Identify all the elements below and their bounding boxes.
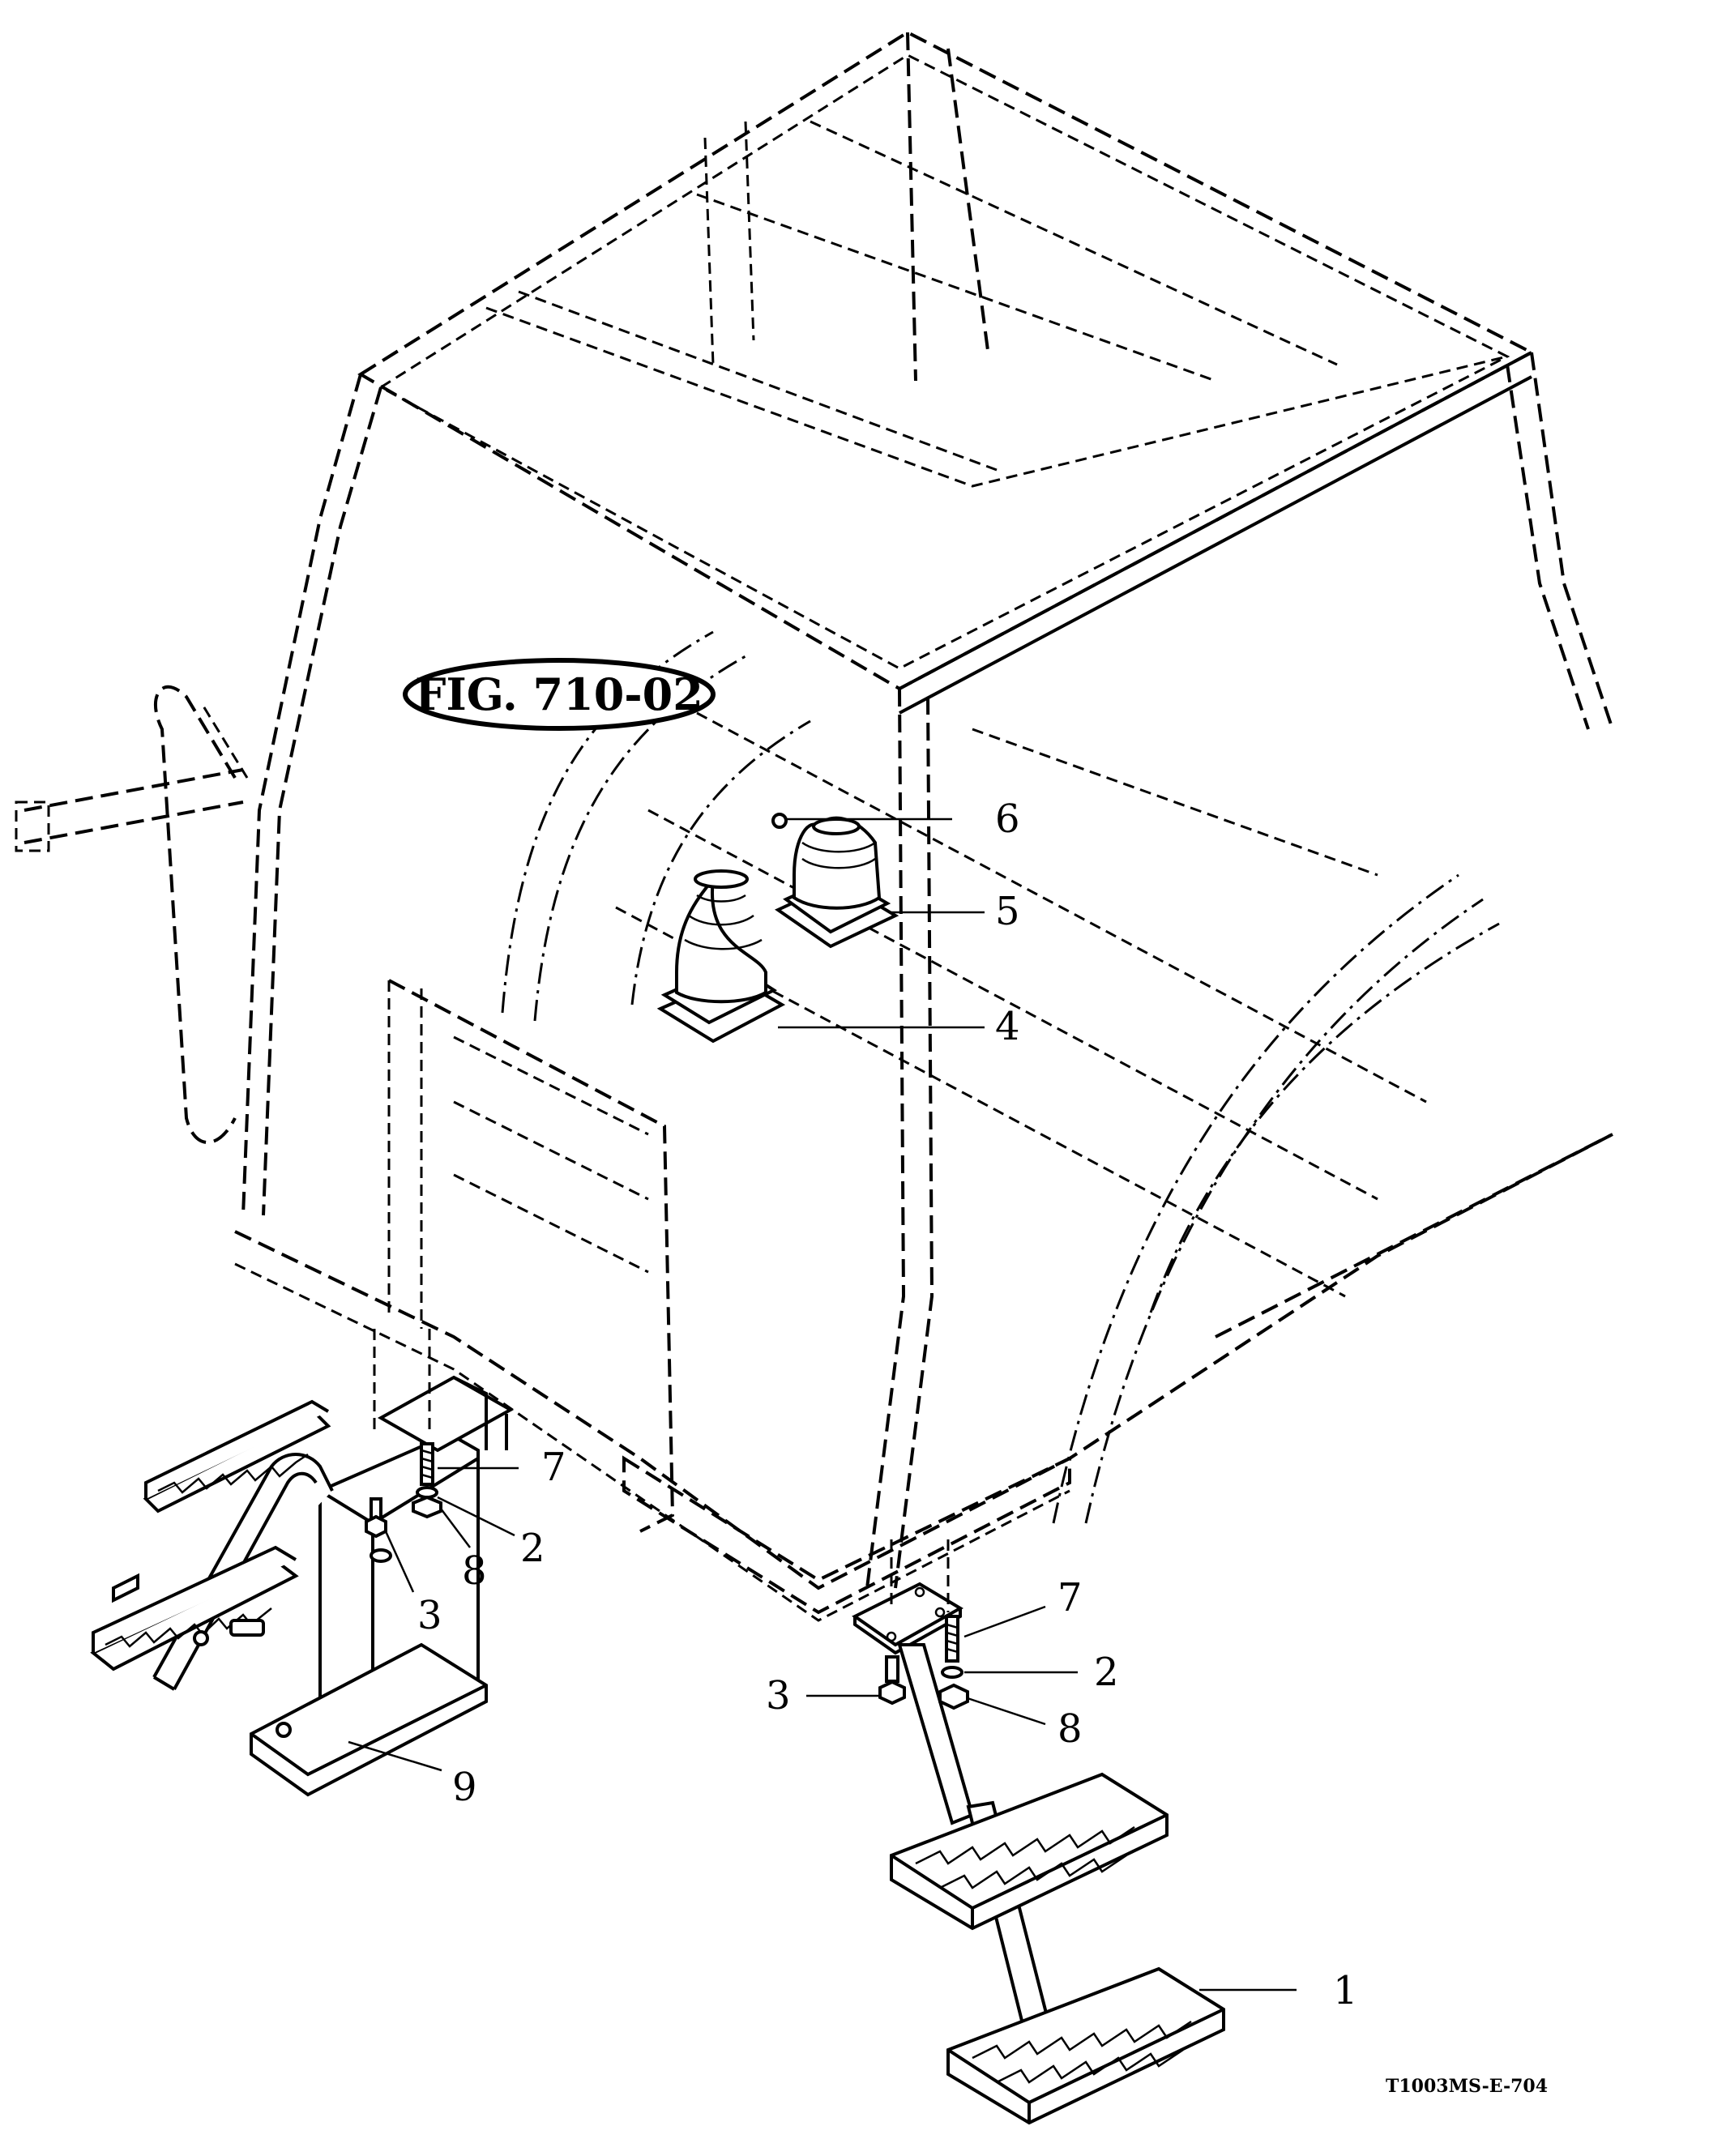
rubber-isolator-mount-4 [656, 869, 786, 1044]
callout-3-left: 3 [417, 1593, 442, 1638]
callout-2-right: 2 [1094, 1650, 1119, 1695]
callout-6: 6 [995, 796, 1020, 842]
drawing-code: T1003MS-E-704 [1386, 2076, 1548, 2097]
nut-8-left [412, 1495, 442, 1519]
fastener-bolt-7-right [945, 1615, 959, 1663]
fastener-bolt-7-left [420, 1442, 434, 1486]
callout-9: 9 [452, 1765, 477, 1810]
callout-5: 5 [995, 889, 1020, 934]
callout-1: 1 [1333, 1968, 1358, 2013]
rubber-isolator-mount-5 [774, 816, 899, 949]
callout-7-left: 7 [541, 1445, 566, 1490]
callout-3-right: 3 [766, 1673, 791, 1718]
bolt-6 [771, 813, 788, 829]
figure-reference-badge: FIG. 710-02 [403, 658, 716, 731]
right-step-assembly-1 [852, 1582, 1225, 2125]
callout-2-left: 2 [520, 1526, 545, 1571]
callout-7-right: 7 [1057, 1575, 1083, 1620]
callout-8-right: 8 [1057, 1706, 1083, 1752]
figure-reference-label: FIG. 710-02 [415, 668, 703, 720]
leader-lines [348, 818, 1297, 1992]
bolt-3-right [878, 1655, 906, 1706]
callout-labels: 6 5 4 7 2 8 3 9 7 2 8 3 1 [417, 796, 1358, 2013]
bolt-3-left [365, 1497, 392, 1563]
callout-4: 4 [995, 1004, 1020, 1049]
callout-8-left: 8 [462, 1548, 487, 1594]
alignment-lines [373, 1329, 950, 1612]
left-step-bracket-assembly-9 [90, 1375, 515, 1797]
nut-8-right [938, 1683, 969, 1710]
washer-2-right [941, 1666, 963, 1679]
